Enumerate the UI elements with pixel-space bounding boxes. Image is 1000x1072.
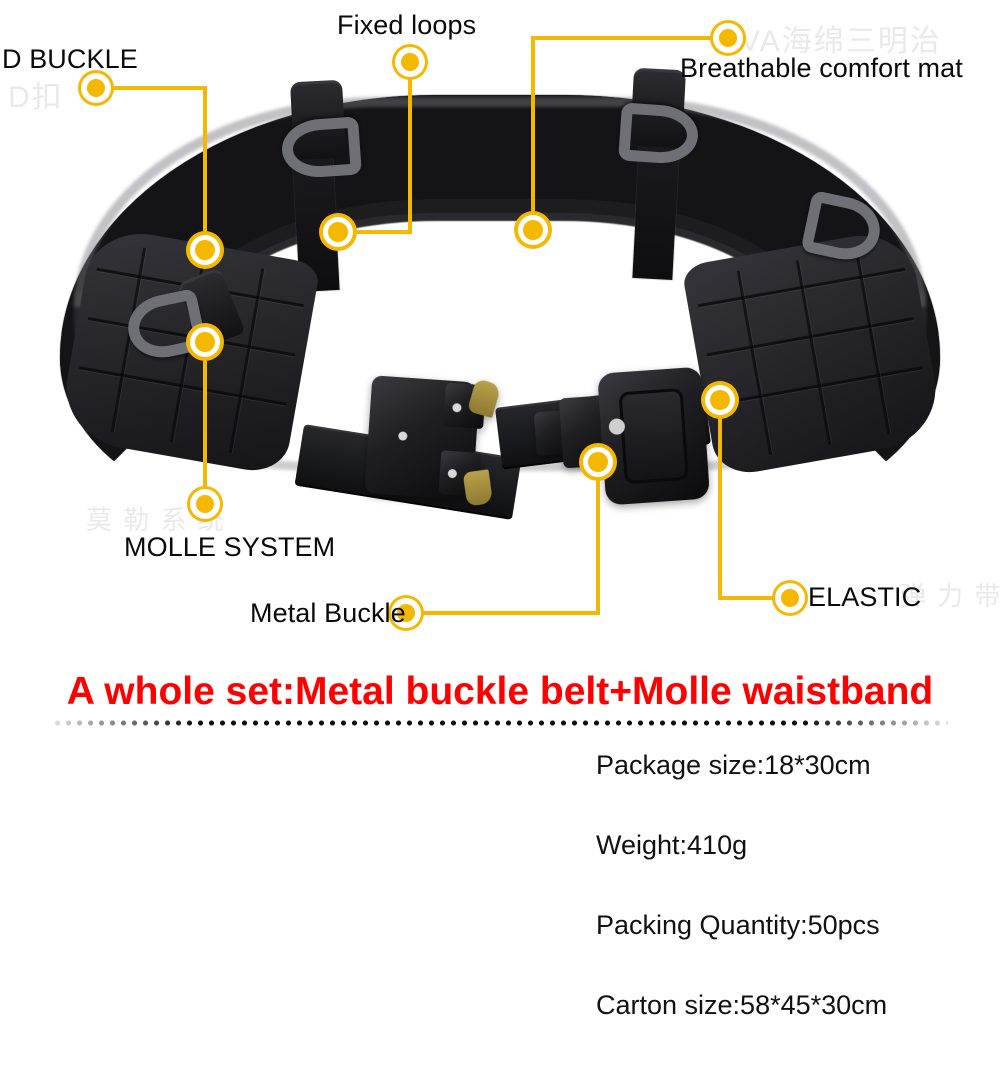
dotted-divider (52, 720, 948, 726)
spec-packing-quantity: Packing Quantity:50pcs (596, 910, 880, 940)
headline: A whole set:Metal buckle belt+Molle wais… (66, 670, 934, 713)
metal-buckle-male (531, 362, 721, 522)
molle-panel-right (681, 226, 945, 479)
belt-illustration (57, 67, 945, 525)
spec-weight: Weight:410g (596, 830, 748, 860)
product-image (57, 67, 945, 525)
metal-buckle-female (363, 367, 512, 516)
spec-package-size: Package size:18*30cm (596, 750, 871, 780)
specifications-list: Package size:18*30cm Weight:410g Packing… (596, 752, 996, 1072)
spec-carton-size: Carton size:58*45*30cm (596, 990, 888, 1020)
